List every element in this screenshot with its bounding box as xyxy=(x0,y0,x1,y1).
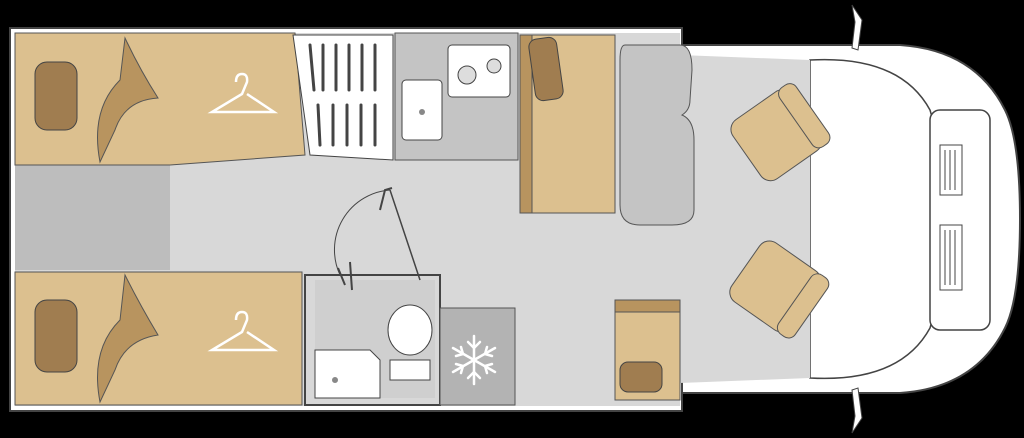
pillow-icon xyxy=(34,61,78,131)
fridge xyxy=(439,307,516,406)
hanger-icon xyxy=(207,72,279,114)
driver-seat xyxy=(730,83,831,182)
snowflake-icon xyxy=(451,334,497,386)
bed-bottom xyxy=(14,271,303,406)
garage-area xyxy=(15,165,170,270)
dinette-bench xyxy=(519,34,616,214)
shower-tray-icon xyxy=(314,349,381,399)
pillow-icon xyxy=(528,36,564,102)
side-seat xyxy=(614,299,681,401)
bed-top xyxy=(14,32,306,166)
mirror-right-icon xyxy=(851,387,863,434)
mirror-left-icon xyxy=(851,4,863,51)
pillow-icon xyxy=(619,361,663,393)
wardrobe xyxy=(292,34,394,161)
toilet-icon xyxy=(387,304,433,381)
dining-table xyxy=(619,44,695,226)
bathroom xyxy=(304,187,441,406)
kitchen-counter xyxy=(394,32,519,161)
hob-icon xyxy=(447,44,511,98)
passenger-seat xyxy=(729,240,830,339)
hanger-icon xyxy=(207,310,279,352)
grille-icon xyxy=(939,144,963,291)
pillow-icon xyxy=(34,299,78,373)
